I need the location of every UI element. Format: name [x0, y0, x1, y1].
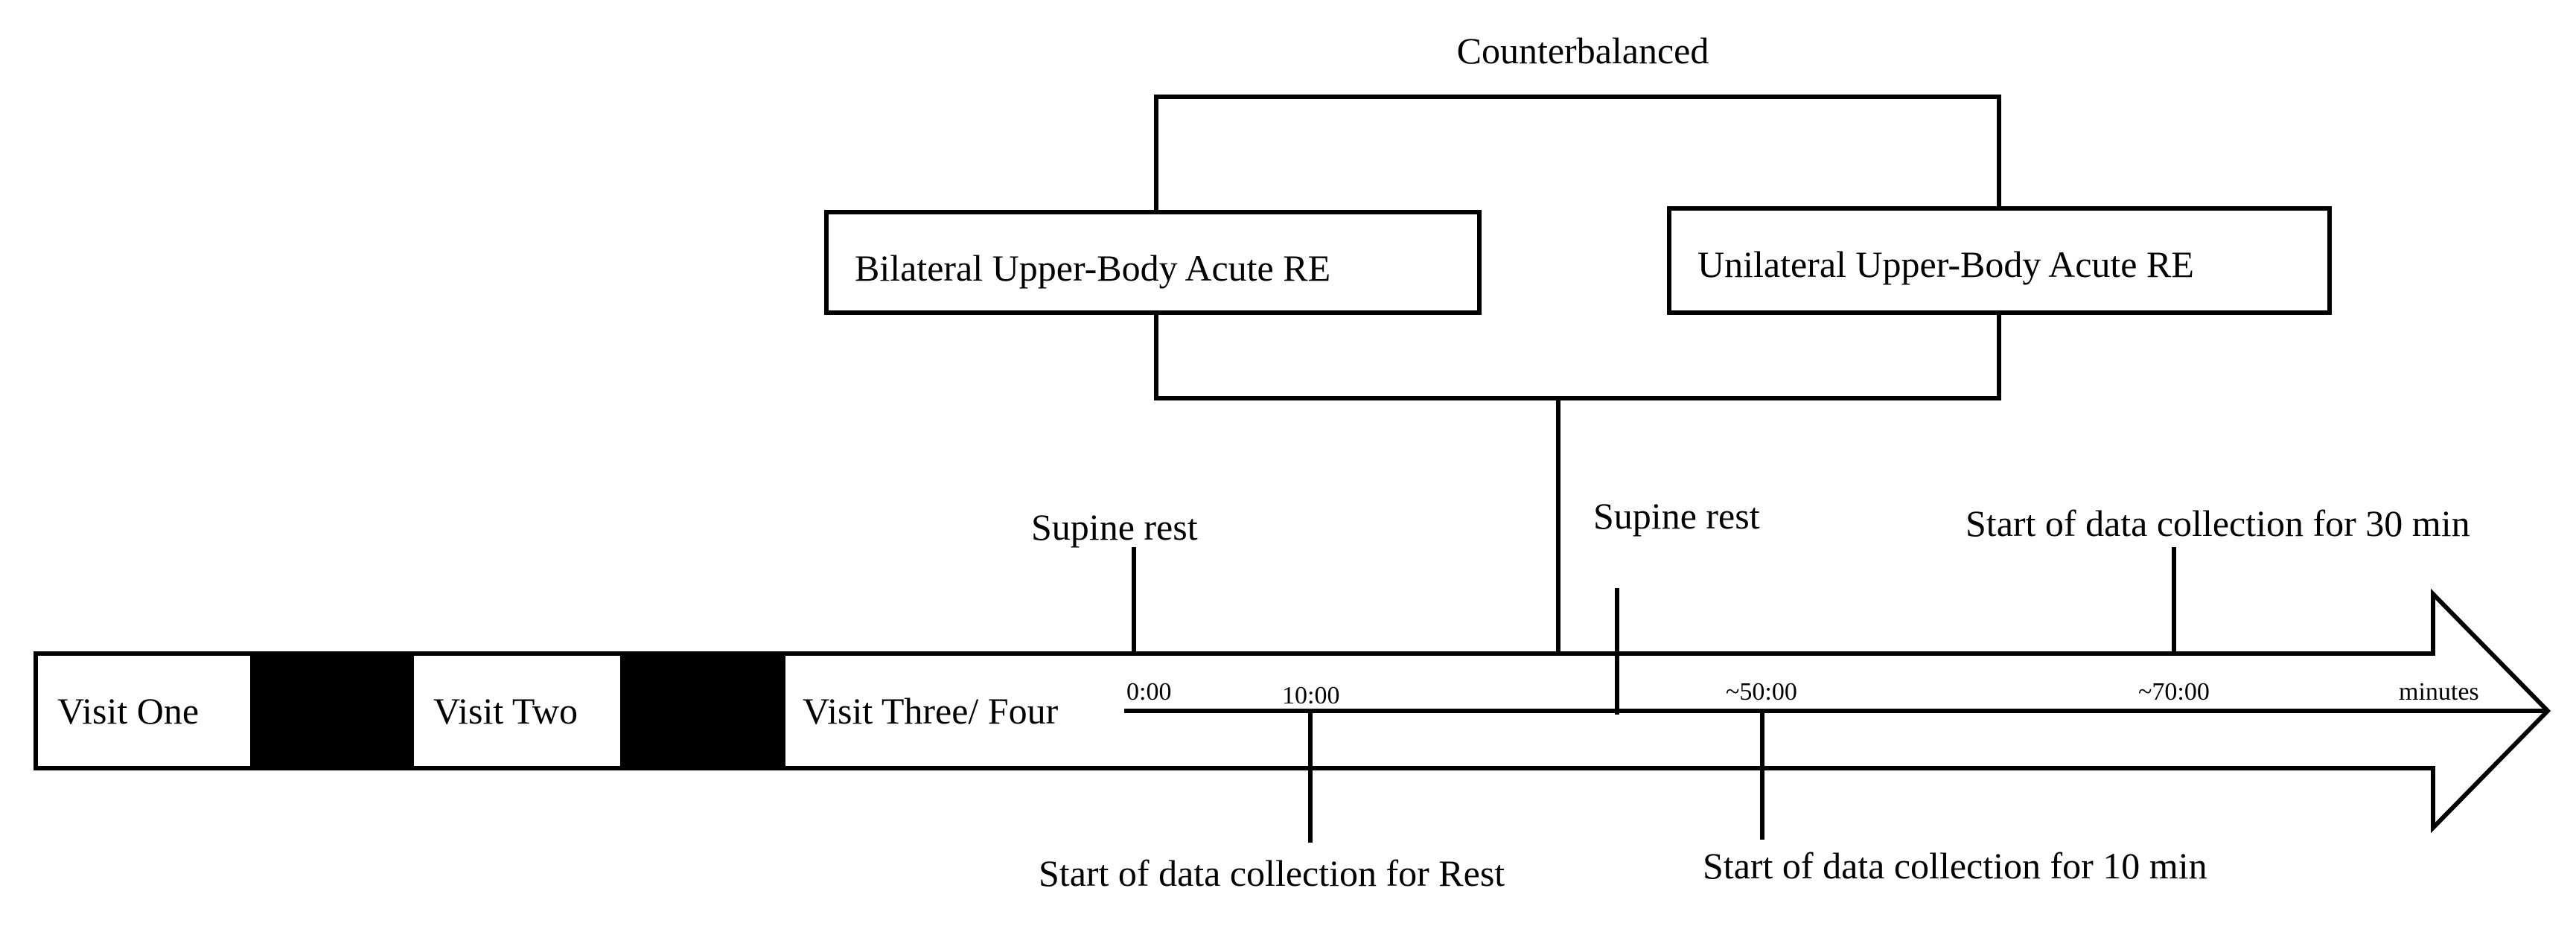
tick-label-0: 0:00 — [1126, 678, 1171, 706]
tick-label-70: ~70:00 — [2138, 678, 2210, 706]
unilateral-condition-box: Unilateral Upper-Body Acute RE — [1667, 206, 2332, 315]
unilateral-condition-label: Unilateral Upper-Body Acute RE — [1697, 243, 2194, 285]
visit-one-label: Visit One — [57, 690, 199, 732]
counterbalanced-label: Counterbalanced — [1457, 30, 1709, 71]
start-rest-label: Start of data collection for Rest — [1039, 852, 1505, 894]
counterbalance-bracket-top — [1154, 95, 2001, 212]
bilateral-condition-box: Bilateral Upper-Body Acute RE — [824, 210, 1482, 315]
visit-three-four-label: Visit Three/ Four — [803, 690, 1059, 732]
visit-separator-2 — [620, 654, 785, 768]
start-30min-label: Start of data collection for 30 min — [1966, 502, 2470, 544]
supine-rest-label-1: Supine rest — [1031, 506, 1198, 548]
minutes-unit-label: minutes — [2399, 678, 2479, 706]
visit-two-label: Visit Two — [433, 690, 578, 732]
tick-label-10: 10:00 — [1282, 682, 1339, 709]
bilateral-condition-label: Bilateral Upper-Body Acute RE — [855, 247, 1330, 289]
start-10min-label: Start of data collection for 10 min — [1703, 845, 2207, 887]
visit-separator-1 — [250, 654, 414, 768]
tick-label-50: ~50:00 — [1726, 678, 1797, 706]
counterbalance-bracket-bottom — [1154, 313, 2001, 400]
supine-rest-label-2: Supine rest — [1593, 495, 1760, 537]
